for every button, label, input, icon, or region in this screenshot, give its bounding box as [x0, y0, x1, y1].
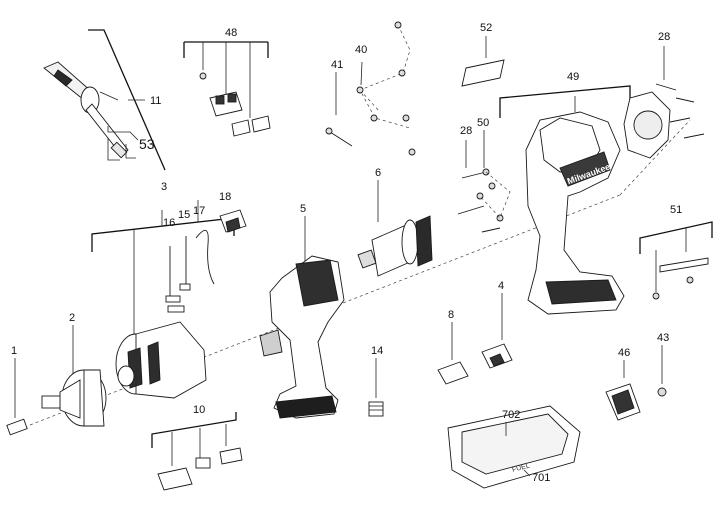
cover-plate	[605, 383, 641, 421]
parts-10-items	[157, 447, 243, 491]
spring	[368, 401, 384, 417]
motor-stator-handle	[259, 255, 345, 419]
callout-28-right: 28	[658, 31, 670, 43]
housing-screws-left	[457, 168, 511, 233]
housing-bracket	[499, 85, 631, 118]
brush-screw	[199, 72, 207, 80]
callout-43: 43	[657, 332, 669, 344]
callout-49: 49	[567, 71, 579, 83]
motor-rotor	[357, 215, 433, 277]
callout-15: 15	[178, 209, 190, 221]
gearbox-assembly	[115, 321, 207, 399]
chuck-screw	[6, 418, 28, 436]
callout-51: 51	[670, 204, 682, 216]
side-handle-bracket	[88, 29, 166, 171]
side-handle	[43, 61, 129, 159]
callout-46: 46	[618, 347, 630, 359]
trigger-switch	[481, 343, 513, 369]
callout-8: 8	[448, 309, 454, 321]
assembly-axis	[29, 119, 691, 426]
callout-1: 1	[11, 345, 17, 357]
screw-43	[657, 387, 667, 397]
callout-5: 5	[300, 203, 306, 215]
callout-18: 18	[219, 191, 231, 203]
belt-clip-bracket	[639, 221, 713, 292]
callout-50: 50	[477, 117, 489, 129]
drill-housing: Milwaukee	[525, 111, 625, 315]
callout-48: 48	[225, 27, 237, 39]
carry-case: FUEL	[447, 405, 581, 489]
brush-pair	[231, 115, 271, 137]
callout-3: 3	[161, 181, 167, 193]
callout-6: 6	[375, 167, 381, 179]
housing-screws	[356, 21, 416, 156]
belt-clip-parts	[652, 257, 709, 300]
parts-10-bracket	[151, 412, 237, 466]
gearbox-pins	[165, 236, 191, 313]
callout-17: 17	[193, 205, 205, 217]
callout-4: 4	[498, 280, 504, 292]
callout-52: 52	[480, 22, 492, 34]
callout-40: 40	[355, 44, 367, 56]
pad	[437, 361, 469, 385]
brush-holder	[209, 91, 243, 117]
rear-cover	[623, 91, 671, 159]
long-screw	[325, 127, 353, 147]
callout-10: 10	[193, 404, 205, 416]
callout-702: 702	[502, 409, 520, 421]
callout-2: 2	[69, 312, 75, 324]
callout-16: 16	[163, 217, 175, 229]
callout-28-left: 28	[460, 125, 472, 137]
case-brand-text: FUEL	[511, 463, 530, 474]
label-plate	[461, 59, 505, 87]
callout-11: 11	[150, 95, 161, 107]
gearbox-bracket-part	[219, 209, 247, 233]
callout-53: 53	[139, 136, 155, 152]
callout-701: 701	[532, 472, 550, 484]
brush-group-bracket	[183, 41, 269, 118]
callout-14: 14	[371, 345, 383, 357]
gearbox-spring-clip	[195, 229, 215, 285]
rear-cover-screws	[655, 83, 705, 139]
drill-chuck	[41, 369, 107, 427]
callout-41: 41	[331, 59, 343, 71]
